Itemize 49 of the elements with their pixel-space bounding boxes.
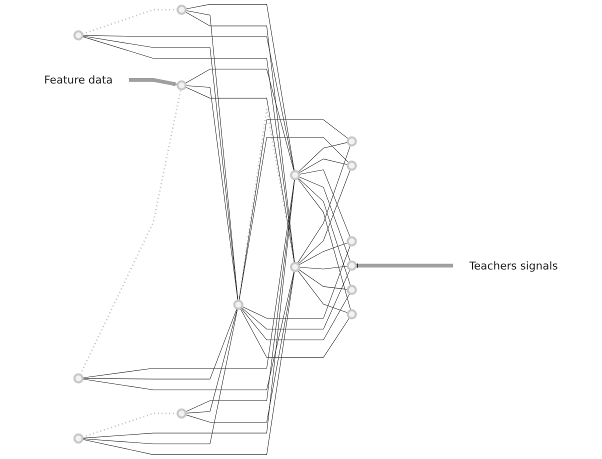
node-circle (73, 30, 84, 40)
connector (184, 11, 295, 264)
node-circle (176, 408, 187, 419)
connector (82, 35, 295, 172)
connector (82, 308, 238, 444)
connector (298, 266, 348, 270)
connector (185, 10, 238, 302)
connector (185, 270, 295, 423)
connector (82, 308, 238, 380)
connector (240, 293, 350, 340)
connector (241, 269, 350, 330)
connector (82, 270, 295, 455)
connector (298, 269, 348, 290)
node-circle (346, 160, 357, 171)
node-text: Feature data (44, 73, 113, 86)
connector (185, 86, 295, 264)
connector (298, 142, 348, 173)
connector (185, 85, 238, 302)
connector (298, 178, 351, 286)
connector (298, 242, 348, 266)
node-circle (346, 136, 357, 147)
node-circle (73, 433, 84, 444)
connector (82, 270, 294, 390)
connector (185, 308, 238, 414)
connector (297, 144, 351, 264)
connector (298, 158, 348, 174)
node-circle (176, 4, 187, 15)
node-circle (290, 170, 300, 180)
node-circle (346, 284, 357, 296)
node-circle (233, 300, 244, 310)
connector (82, 36, 295, 264)
connector (82, 36, 238, 302)
node-circle (346, 236, 357, 246)
connector (82, 178, 295, 438)
node-circle (290, 262, 300, 272)
node-circle (346, 260, 357, 271)
connector (297, 178, 351, 311)
node-circle (346, 309, 357, 320)
node-text: Teachers signals (469, 259, 558, 272)
connector (240, 308, 350, 358)
connector (184, 68, 294, 172)
connector (297, 270, 348, 314)
node-circle (176, 80, 187, 90)
connector (185, 178, 295, 412)
node-circle (73, 373, 84, 384)
connector (185, 4, 295, 172)
connector (242, 244, 351, 319)
arrow (128, 78, 178, 86)
connector (298, 169, 351, 238)
